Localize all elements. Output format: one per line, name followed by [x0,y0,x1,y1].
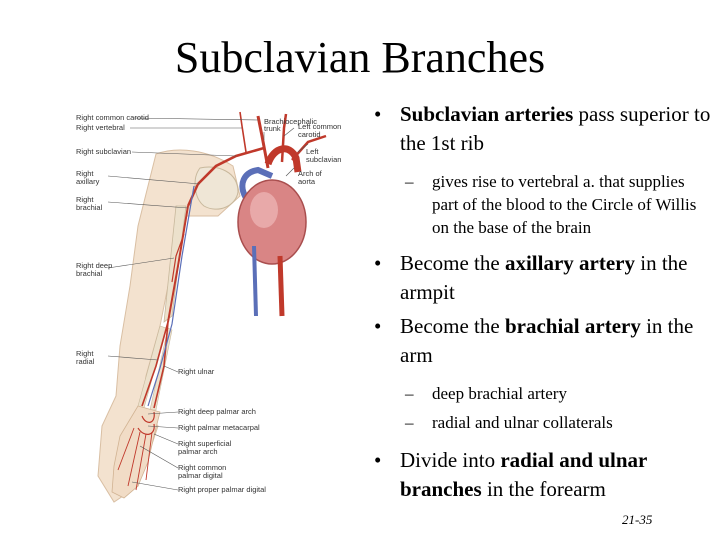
digital-arteries [117,427,153,491]
bullet-brachial: Become the brachial artery in the arm [372,312,712,370]
label-right-radial-2: radial [76,357,95,366]
label-right-common-palmar-digital-2: palmar digital [178,471,223,480]
bullet-subclavian-bold: Subclavian arteries [400,102,574,126]
left-carotid-artery [280,113,288,163]
anatomy-drawing [97,111,327,503]
label-right-subclavian: Right subclavian [76,147,132,156]
label-right-deep-brachial-1: Right deep [76,261,113,270]
arm-arteries-illustration: Right common carotid Right vertebral Rig… [68,106,356,506]
bullet-subclavian: Subclavian arteries pass superior to the… [372,100,712,158]
vertebral-artery [239,111,247,153]
label-right-common-palmar-digital-1: Right common [178,463,227,472]
label-right-common-carotid: Right common carotid [76,113,149,122]
label-brachiocephalic-1: Brachiocephalic [264,117,317,126]
sub-bullet-vertebral: gives rise to vertebral a. that supplies… [372,170,712,239]
label-right-superficial-palmar-arch-1: Right superficial [178,439,232,448]
bullet-forearm-bold: radial and ulnar branches [400,448,647,501]
right-subclavian-artery [197,146,265,185]
bullet-axillary-post: in the armpit [400,251,688,304]
label-left-subclavian-2: subclavian [306,155,342,164]
label-right-vertebral: Right vertebral [76,123,125,132]
label-right-palmar-metacarpal: Right palmar metacarpal [178,423,260,432]
bullet-subclavian-text: pass superior to the 1st rib [400,102,711,155]
label-left-common-carotid-2: carotid [298,130,321,139]
slide-title: Subclavian Branches [174,33,546,82]
label-right-ulnar: Right ulnar [178,367,215,376]
label-arch-of-aorta-1: Arch of [298,169,322,178]
label-arch-of-aorta-2: aorta [298,177,316,186]
aortic-arch [264,145,302,173]
bullet-forearm-pre: Divide into [400,448,501,472]
label-right-brachial-1: Right [76,195,94,204]
bullet-axillary: Become the axillary artery in the armpit [372,249,712,307]
label-brachiocephalic-2: trunk [264,124,281,133]
descending-aorta [277,255,285,317]
bullet-list: Subclavian arteries pass superior to the… [372,100,712,504]
heart-highlight [250,192,278,228]
radial-artery [141,321,169,407]
label-right-brachial-2: brachial [76,203,103,212]
label-right-axillary-1: Right [76,169,94,178]
label-right-superficial-palmar-arch-2: palmar arch [178,447,218,456]
pulmonary-trunk [239,166,274,200]
left-subclavian-artery [291,134,327,161]
label-right-deep-palmar-arch: Right deep palmar arch [178,407,256,416]
bullet-axillary-bold: axillary artery [504,251,635,275]
label-right-deep-brachial-2: brachial [76,269,103,278]
label-left-subclavian-1: Left [306,147,319,156]
bullet-brachial-bold: brachial artery [504,314,641,338]
brachial-artery [167,205,189,323]
bullet-forearm-post: in the forearm [481,477,606,501]
arm-vein [147,185,195,407]
brachiocephalic-artery [256,115,270,169]
vena-cava [252,245,258,317]
sub-bullet-collaterals: radial and ulnar collaterals [372,411,712,434]
bullet-forearm: Divide into radial and ulnar branches in… [372,446,712,504]
label-left-common-carotid-1: Left common [298,122,342,131]
label-right-proper-palmar-digital: Right proper palmar digital [178,485,266,494]
bullet-brachial-pre: Become the [400,314,505,338]
sub-bullet-deep-brachial: deep brachial artery [372,382,712,405]
leader-lines [107,117,309,491]
bullet-axillary-pre: Become the [400,251,505,275]
label-right-radial-1: Right [76,349,94,358]
bullet-brachial-post: in the arm [400,314,694,367]
label-right-axillary-2: axillary [76,177,100,186]
page-number: 21-35 [622,512,653,527]
deep-brachial-artery [171,233,185,283]
